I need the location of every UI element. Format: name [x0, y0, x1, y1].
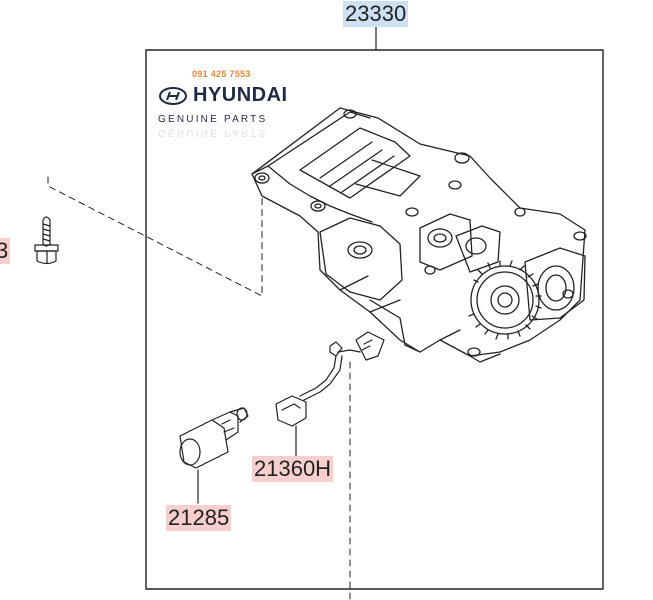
- bolt-icon: [34, 216, 59, 265]
- part-number-solenoid[interactable]: 21285: [166, 505, 232, 531]
- part-number-bolt[interactable]: 3: [0, 238, 11, 264]
- part-number-harness[interactable]: 21360H: [252, 456, 334, 482]
- solenoid-valve: [179, 407, 249, 504]
- brand-name: HYUNDAI: [193, 84, 288, 106]
- assembly-frame: [145, 49, 604, 590]
- oil-pump-assembly: [251, 107, 587, 363]
- hyundai-h-logo-icon: [159, 87, 187, 105]
- bolt-dashed-leader: [47, 176, 263, 297]
- wiring-harness: [275, 331, 385, 457]
- part-number-main[interactable]: 23330: [343, 1, 409, 27]
- genuine-parts-reflection: GENUINE PARTS: [158, 127, 268, 138]
- genuine-parts-tagline: GENUINE PARTS: [158, 114, 268, 125]
- dealer-phone: 091 425 7553: [192, 69, 251, 79]
